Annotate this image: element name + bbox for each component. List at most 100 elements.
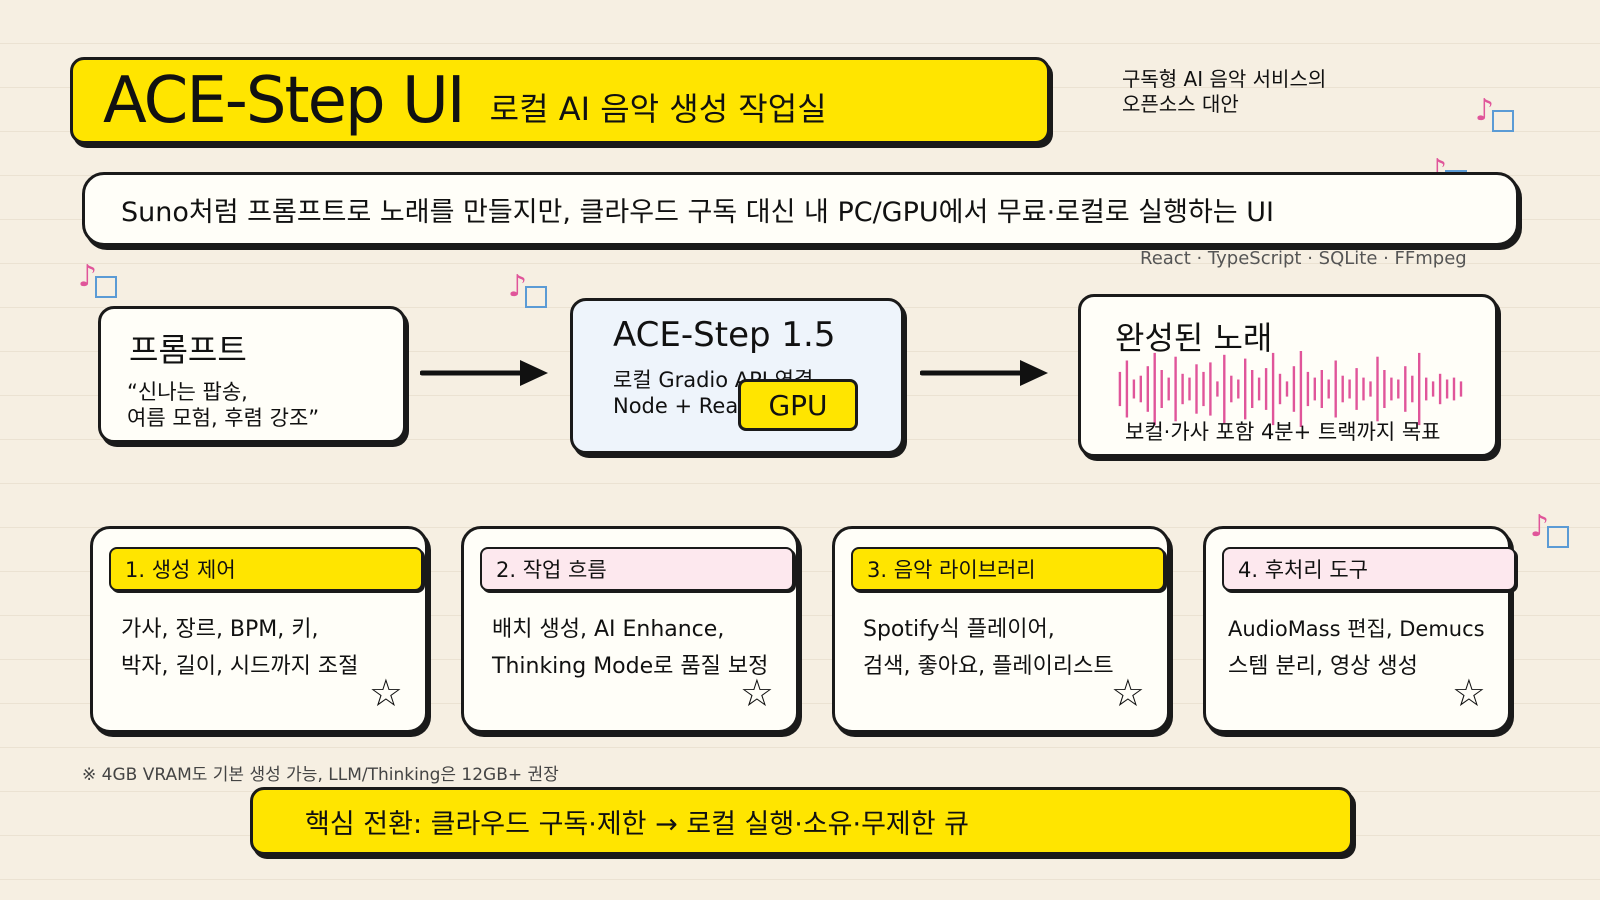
- waveform-bar: [1278, 373, 1282, 405]
- waveform-bar: [1299, 351, 1303, 427]
- waveform-bar: [1202, 371, 1205, 407]
- tagline: 구독형 AI 음악 서비스의 오픈소스 대안: [1122, 67, 1326, 117]
- waveform-bar: [1327, 379, 1330, 399]
- waveform-bar: [1383, 370, 1386, 408]
- engine-title: ACE-Step 1.5: [613, 315, 836, 355]
- waveform-bar: [1285, 381, 1289, 397]
- star-icon: ☆: [739, 671, 774, 715]
- waveform-bar: [1167, 377, 1170, 401]
- waveform-bar: [1390, 377, 1393, 401]
- feature-card-body: 가사, 장르, BPM, 키, 박자, 길이, 시드까지 조절: [121, 611, 358, 685]
- waveform-bar: [1418, 352, 1421, 426]
- waveform-bar: [1181, 373, 1184, 405]
- waveform-bar: [1223, 354, 1226, 424]
- feature-card: 3. 음악 라이브러리 Spotify식 플레이어, 검색, 좋아요, 플레이리…: [832, 526, 1170, 733]
- song-desc: 보컬·가사 포함 4분+ 트랙까지 목표: [1125, 420, 1441, 444]
- waveform-bar: [1271, 352, 1275, 426]
- feature-card-line2: 스템 분리, 영상 생성: [1228, 654, 1418, 679]
- arrow-right-icon: [420, 360, 548, 386]
- feature-card-title: 2. 작업 흐름: [480, 547, 794, 591]
- waveform-bar: [1237, 379, 1240, 399]
- waveform-bar: [1362, 377, 1365, 401]
- feature-card: 4. 후처리 도구 AudioMass 편집, Demucs 스템 분리, 영상…: [1203, 526, 1516, 733]
- waveform-bar: [1355, 368, 1358, 410]
- summary-banner: Suno처럼 프롬프트로 노래를 만들지만, 클라우드 구독 대신 내 PC/G…: [82, 172, 1519, 246]
- waveform-bar: [1118, 371, 1122, 407]
- tagline-line2: 오픈소스 대안: [1122, 92, 1239, 116]
- summary-text: Suno처럼 프롬프트로 노래를 만들지만, 클라우드 구독 대신 내 PC/G…: [121, 196, 1274, 228]
- prompt-title: 프롬프트: [129, 331, 247, 369]
- tagline-line1: 구독형 AI 음악 서비스의: [1122, 67, 1327, 91]
- waveform-bar: [1216, 381, 1219, 397]
- core-message-banner: 핵심 전환: 클라우드 구독·제한 → 로컬 실행·소유·무제한 큐: [250, 787, 1353, 855]
- waveform-bar: [1125, 360, 1129, 418]
- waveform-bar: [1348, 379, 1351, 399]
- waveform-bar: [1425, 377, 1428, 401]
- waveform-bar: [1431, 381, 1435, 397]
- song-title: 완성된 노래: [1115, 319, 1273, 357]
- feature-card-line2: 박자, 길이, 시드까지 조절: [121, 654, 359, 679]
- waveform-bar: [1195, 364, 1198, 414]
- waveform-bar: [1313, 377, 1316, 401]
- waveform-bar: [1139, 375, 1142, 403]
- title-banner: ACE-Step UI 로컬 AI 음악 생성 작업실: [70, 57, 1050, 144]
- music-note-icon: ♪: [1530, 512, 1570, 548]
- waveform-bar: [1230, 375, 1233, 403]
- waveform-bar: [1292, 366, 1296, 412]
- tech-stack: React · TypeScript · SQLite · FFmpeg: [1140, 248, 1467, 269]
- waveform-bar: [1132, 379, 1136, 399]
- feature-card-line2: 검색, 좋아요, 플레이리스트: [863, 654, 1114, 679]
- waveform-graphic: [1118, 351, 1463, 427]
- music-note-icon: ♪: [1475, 96, 1515, 132]
- waveform-bar: [1341, 375, 1344, 403]
- app-subtitle: 로컬 AI 음악 생성 작업실: [489, 89, 827, 128]
- feature-card-title: 3. 음악 라이브러리: [851, 547, 1165, 591]
- waveform-bar: [1459, 381, 1463, 397]
- waveform-bar: [1257, 377, 1261, 401]
- app-title: ACE-Step UI: [103, 63, 466, 138]
- feature-card-body: Spotify식 플레이어, 검색, 좋아요, 플레이리스트: [863, 611, 1114, 685]
- waveform-bar: [1334, 360, 1337, 418]
- waveform-bar: [1445, 379, 1449, 399]
- waveform-bar: [1404, 366, 1407, 412]
- waveform-bar: [1376, 356, 1379, 422]
- flow-node-engine: ACE-Step 1.5 로컬 Gradio API 연결 Node + Rea…: [570, 298, 904, 454]
- waveform-bar: [1146, 366, 1149, 412]
- prompt-quote-line2: 여름 모험, 후렴 강조”: [127, 406, 320, 430]
- waveform-bar: [1174, 356, 1177, 422]
- feature-card-line1: 배치 생성, AI Enhance,: [492, 617, 725, 642]
- feature-card-line1: AudioMass 편집, Demucs: [1228, 617, 1485, 641]
- feature-card-line2: Thinking Mode로 품질 보정: [492, 654, 769, 679]
- feature-card-title: 1. 생성 제어: [109, 547, 423, 591]
- waveform-bar: [1188, 377, 1191, 401]
- waveform-bar: [1264, 368, 1268, 410]
- feature-card: 2. 작업 흐름 배치 생성, AI Enhance, Thinking Mod…: [461, 526, 799, 733]
- prompt-quote-line1: “신나는 팝송,: [127, 380, 248, 404]
- gpu-badge: GPU: [738, 379, 858, 431]
- feature-card-line1: Spotify식 플레이어,: [863, 617, 1055, 642]
- flow-node-song: 완성된 노래 보컬·가사 포함 4분+ 트랙까지 목표: [1078, 294, 1498, 457]
- feature-card-body: AudioMass 편집, Demucs 스템 분리, 영상 생성: [1228, 611, 1485, 685]
- feature-card-line1: 가사, 장르, BPM, 키,: [121, 617, 319, 642]
- feature-card-body: 배치 생성, AI Enhance, Thinking Mode로 품질 보정: [492, 611, 768, 685]
- waveform-bar: [1320, 370, 1323, 408]
- prompt-quote: “신나는 팝송, 여름 모험, 후렴 강조”: [127, 379, 319, 431]
- core-message: 핵심 전환: 클라우드 구독·제한 → 로컬 실행·소유·무제한 큐: [305, 808, 970, 840]
- music-note-icon: ♪: [78, 262, 118, 298]
- waveform-bar: [1160, 370, 1163, 408]
- waveform-bar: [1438, 373, 1442, 405]
- waveform-bar: [1209, 362, 1212, 416]
- feature-card: 1. 생성 제어 가사, 장르, BPM, 키, 박자, 길이, 시드까지 조절…: [90, 526, 428, 733]
- star-icon: ☆: [1110, 671, 1145, 715]
- music-note-icon: ♪: [508, 272, 548, 308]
- feature-card-title: 4. 후처리 도구: [1222, 547, 1516, 591]
- star-icon: ☆: [1451, 671, 1486, 715]
- engine-desc-line2: Node + React: [613, 394, 758, 418]
- waveform-bar: [1244, 358, 1247, 420]
- waveform-bar: [1251, 370, 1254, 408]
- waveform-bar: [1397, 379, 1400, 399]
- waveform-bar: [1411, 375, 1414, 403]
- flow-node-prompt: 프롬프트 “신나는 팝송, 여름 모험, 후렴 강조”: [98, 306, 406, 443]
- waveform-bar: [1369, 381, 1372, 397]
- waveform-bar: [1153, 352, 1156, 426]
